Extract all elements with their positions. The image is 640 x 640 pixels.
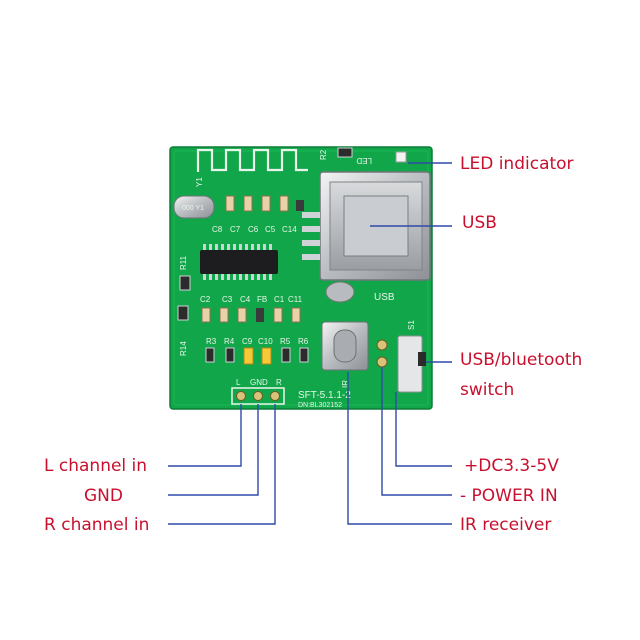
label-r5: R5 [280, 337, 291, 346]
label-c3: C3 [222, 295, 233, 304]
label-s1: S1 [407, 320, 416, 330]
callout-ir-receiver: IR receiver [460, 515, 552, 535]
callout-power-in: - POWER IN [460, 486, 558, 506]
label-c5: C5 [265, 225, 276, 234]
label-r2: R2 [319, 149, 328, 160]
crystal-y1: 000 Y1 [173, 195, 215, 219]
label-r14: R14 [179, 341, 188, 356]
label-c7: C7 [230, 225, 241, 234]
label-c1: C1 [274, 295, 285, 304]
antenna-trace [196, 148, 308, 172]
label-r11: R11 [179, 255, 188, 270]
label-header-l: L [236, 378, 241, 387]
label-header-r: R [276, 378, 282, 387]
label-c10: C10 [258, 337, 273, 346]
component-row-middle [201, 307, 301, 323]
label-c8: C8 [212, 225, 223, 234]
label-header-gnd: GND [250, 378, 268, 387]
label-c9: C9 [242, 337, 253, 346]
resistor-r14 [177, 305, 189, 321]
callout-led-indicator: LED indicator [460, 154, 574, 174]
callout-dc-power: +DC3.3-5V [464, 456, 559, 476]
label-c11: C11 [288, 295, 303, 304]
label-y1: Y1 [195, 177, 204, 187]
power-pad-minus [376, 339, 388, 351]
power-pad-plus [376, 356, 388, 368]
callout-l-channel-in: L channel in [44, 456, 148, 476]
switch-s1 [397, 335, 426, 393]
board-model: SFT-5.1.1-2 [298, 390, 351, 401]
component-row-bottom [205, 347, 309, 365]
resistor-r2 [337, 147, 353, 158]
callout-usb-bt-switch-line2: switch [460, 380, 515, 400]
callout-usb: USB [462, 213, 497, 233]
callout-r-channel-in: R channel in [44, 515, 150, 535]
label-c14: C14 [282, 225, 297, 234]
label-led: LED [356, 156, 372, 165]
label-fb: FB [257, 295, 267, 304]
label-c4: C4 [240, 295, 251, 304]
ir-receiver-module [321, 321, 369, 371]
resistor-r11 [179, 275, 191, 291]
led-indicator [395, 151, 407, 163]
callout-gnd: GND [84, 486, 123, 506]
capacitor-row-top [225, 195, 304, 212]
label-c6: C6 [248, 225, 259, 234]
callout-usb-bt-switch-line1: USB/bluetooth [460, 350, 583, 370]
label-c2: C2 [200, 295, 211, 304]
label-r3: R3 [206, 337, 217, 346]
svg-text:000 Y1: 000 Y1 [182, 205, 204, 212]
label-r6: R6 [298, 337, 309, 346]
main-ic [200, 244, 278, 280]
label-usb-silk: USB [374, 292, 395, 303]
leader-lines [168, 162, 452, 525]
board-dn: DN:BL302152 [298, 402, 342, 409]
label-r4: R4 [224, 337, 235, 346]
label-ir: IR [341, 380, 350, 388]
